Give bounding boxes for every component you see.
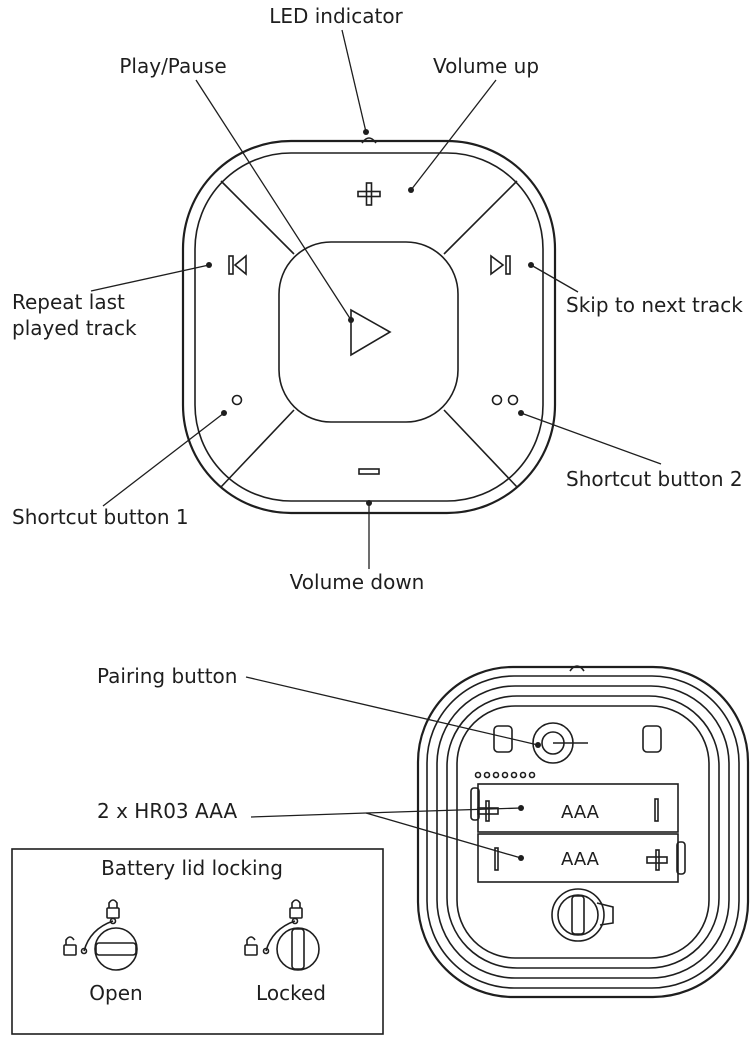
label-locked: Locked — [256, 981, 326, 1005]
padlock-locked-icon — [289, 899, 303, 919]
single-dot-icon — [231, 394, 243, 406]
leader-repeat — [90, 264, 210, 292]
padlock-locked-icon — [106, 899, 120, 919]
double-dot-icon — [491, 394, 519, 406]
leader-volume-up — [410, 79, 497, 191]
leader-shortcut-2 — [520, 412, 662, 465]
label-pairing-button: Pairing button — [97, 664, 237, 688]
leader-play-pause — [195, 79, 352, 321]
lock-locked-illustration: Locked — [244, 899, 326, 1005]
lock-box-title: Battery lid locking — [101, 856, 283, 880]
battery-lid-locking-box: Battery lid locking Open — [11, 848, 384, 1035]
leader-led — [341, 29, 367, 133]
leader-batteries — [250, 812, 367, 818]
plus-icon — [357, 182, 381, 206]
padlock-open-icon — [63, 936, 77, 956]
play-pause-button[interactable] — [278, 241, 459, 423]
remote-front-view: LED indicator Play/Pause Volume up Repea… — [12, 4, 743, 594]
battery-1-label: AAA — [561, 802, 600, 823]
slot-right — [642, 725, 662, 753]
leader-skip — [530, 264, 579, 293]
contact-dots — [474, 771, 536, 779]
divider-bottom-right — [443, 409, 518, 488]
next-track-icon — [490, 254, 511, 276]
remote-back-view: AAA AAA Pairing button 2 x HR03 AAA — [97, 664, 750, 999]
pairing-button[interactable] — [532, 722, 588, 764]
label-skip-next: Skip to next track — [566, 293, 743, 317]
label-batteries: 2 x HR03 AAA — [97, 799, 237, 823]
label-open: Open — [89, 981, 142, 1005]
divider-bottom-left — [220, 409, 295, 488]
battery-lid-lock[interactable] — [551, 888, 614, 942]
minus-icon — [358, 468, 380, 475]
label-repeat-line1: Repeat last — [12, 290, 125, 314]
label-volume-up: Volume up — [433, 54, 539, 78]
lock-open-illustration: Open — [63, 899, 143, 1005]
label-play-pause: Play/Pause — [119, 54, 226, 78]
leader-shortcut-1 — [102, 412, 225, 507]
label-repeat-line2: played track — [12, 316, 137, 340]
label-shortcut-1: Shortcut button 1 — [12, 505, 189, 529]
battery-2-label: AAA — [561, 849, 600, 870]
label-led-indicator: LED indicator — [269, 4, 403, 28]
label-volume-down: Volume down — [290, 570, 425, 594]
label-shortcut-2: Shortcut button 2 — [566, 467, 743, 491]
play-icon — [350, 308, 392, 357]
leader-pairing — [245, 676, 539, 746]
battery-compartment — [456, 705, 710, 959]
divider-top-left — [220, 180, 295, 255]
battery-2: AAA — [477, 833, 686, 883]
divider-top-right — [443, 180, 518, 255]
previous-track-icon — [228, 254, 247, 276]
battery-1: AAA — [470, 783, 679, 833]
slot-left — [493, 725, 513, 753]
padlock-open-icon — [244, 936, 258, 956]
